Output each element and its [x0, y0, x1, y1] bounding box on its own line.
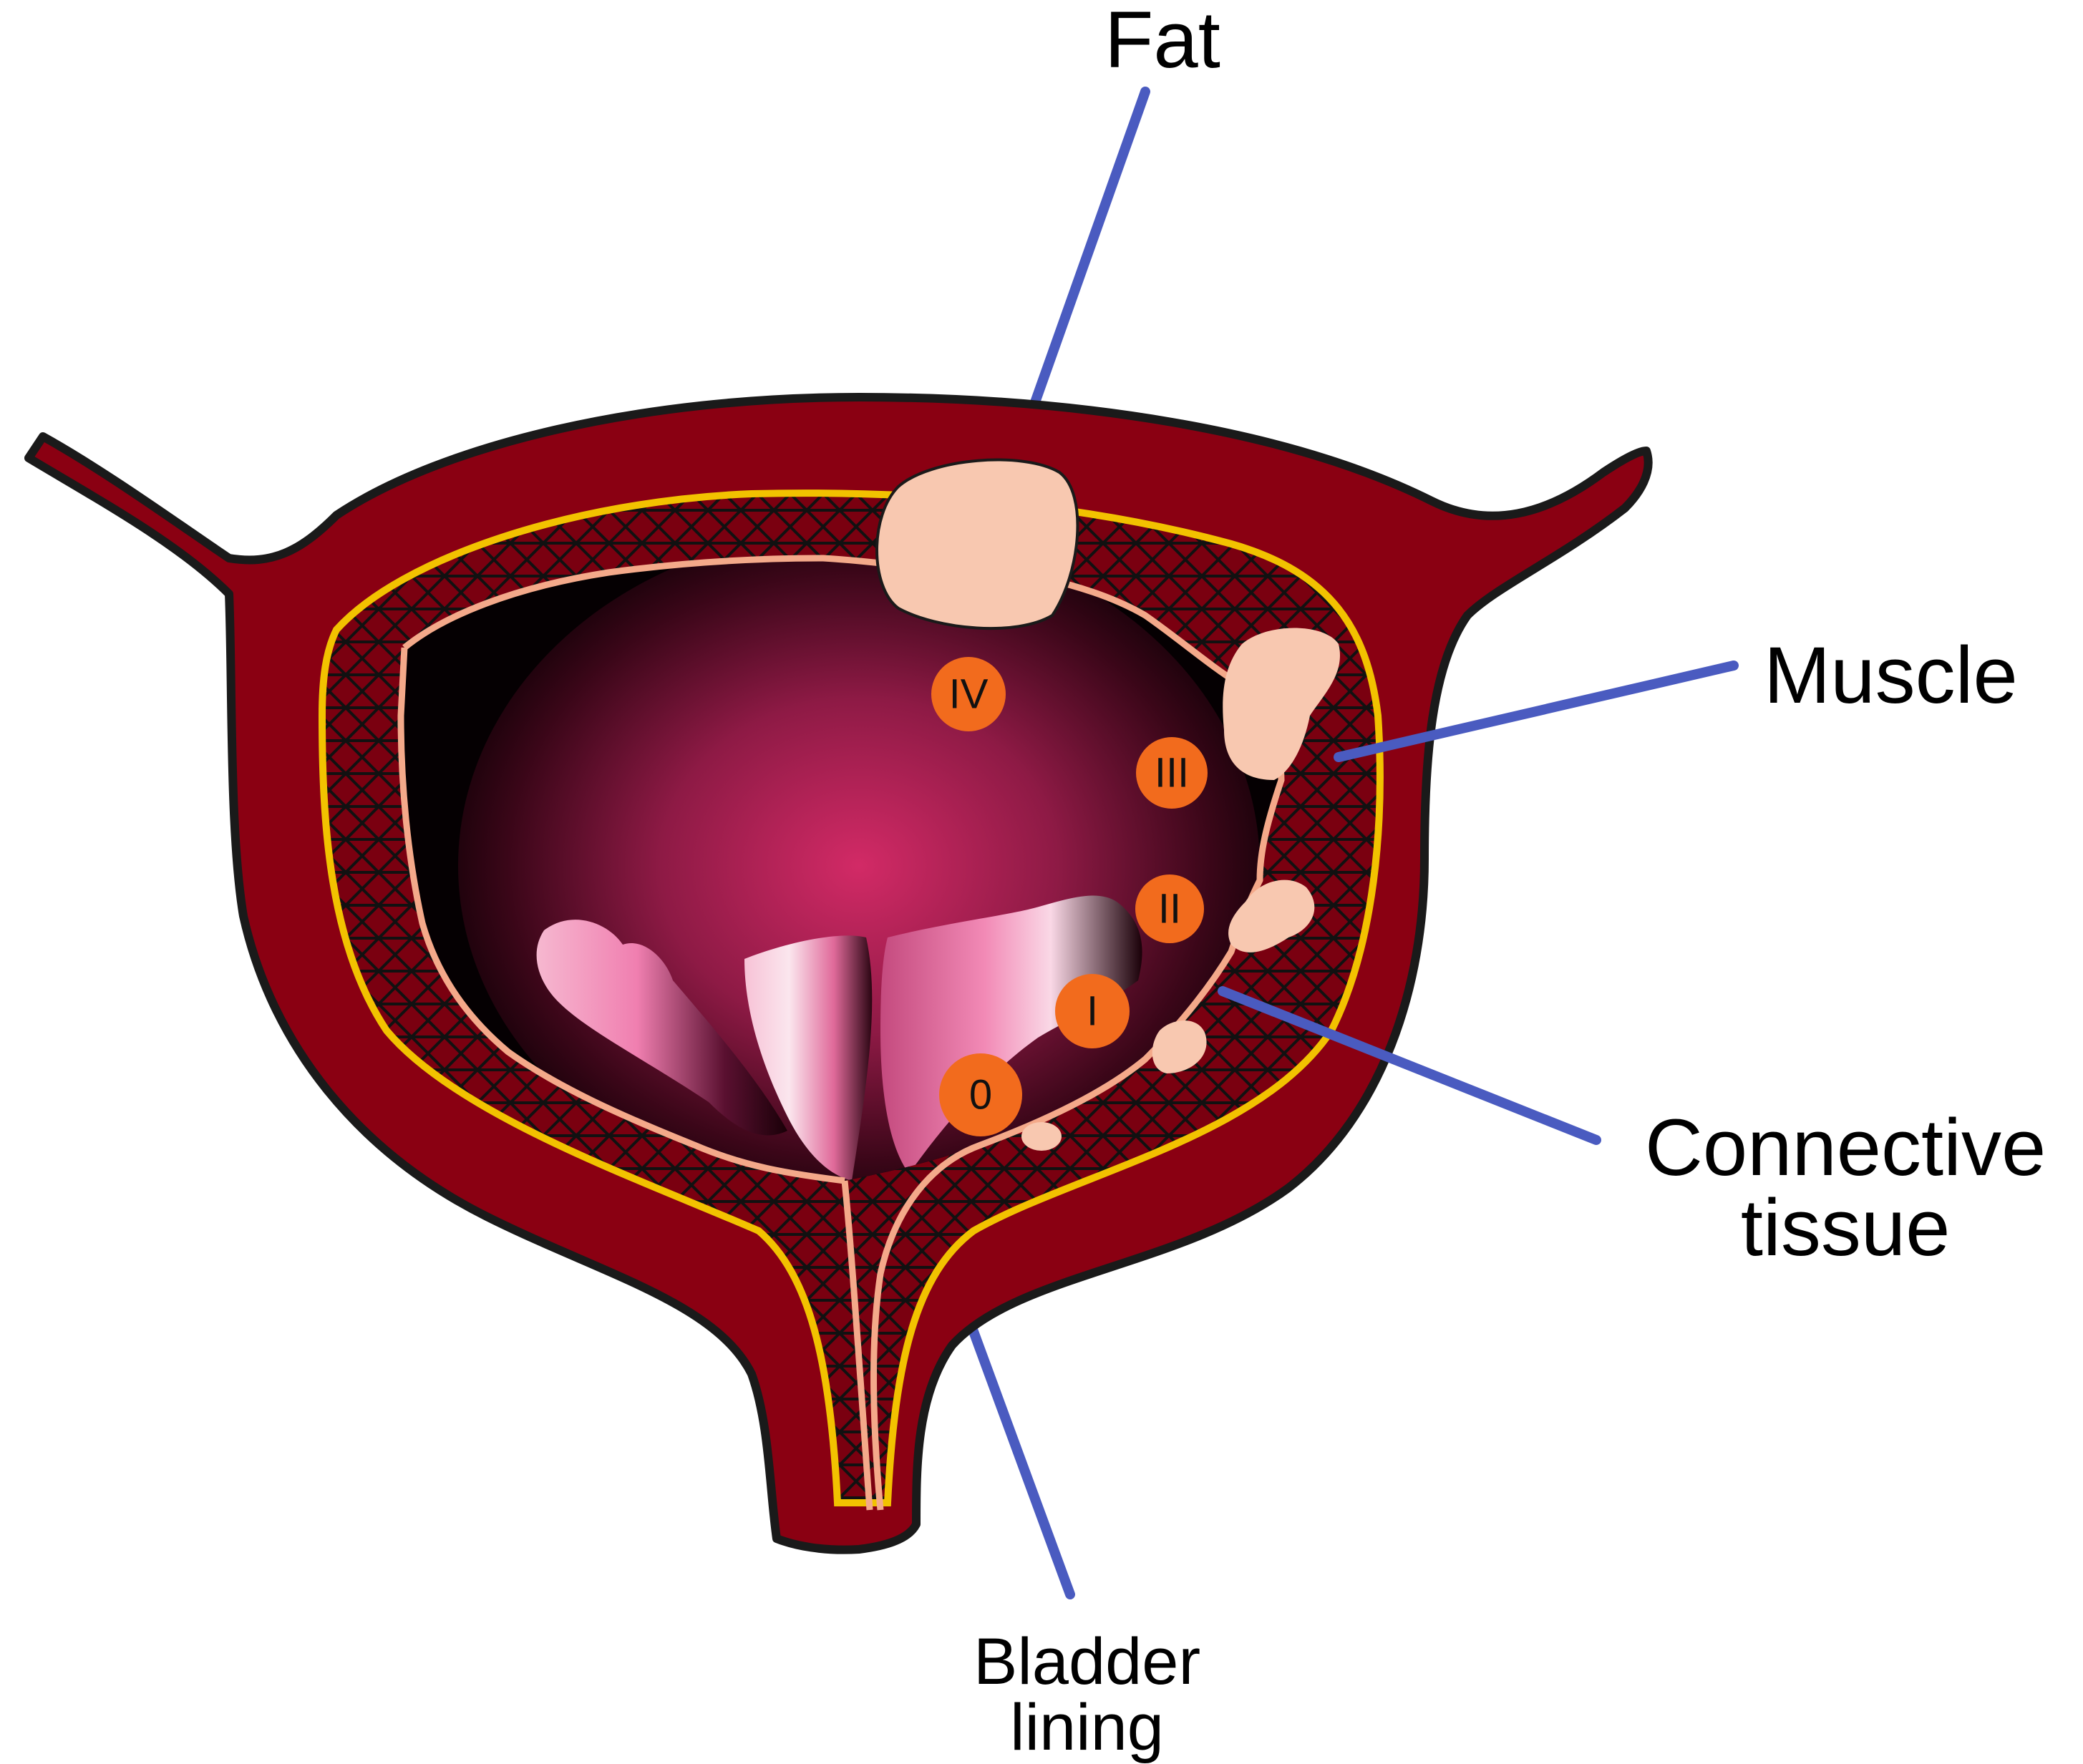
pointer-line-fat — [1029, 87, 1150, 409]
tumor-stage-iv — [875, 458, 1079, 630]
mucosal-fold-center — [744, 935, 873, 1181]
stage-label-i: I — [1087, 988, 1098, 1035]
stage-badge-iv: IV — [931, 657, 1006, 731]
muscle-label: Muscle — [1764, 630, 2018, 720]
stage-badge-i: I — [1055, 974, 1130, 1048]
tumor-stage-0 — [1021, 1122, 1062, 1151]
fat-label: Fat — [1104, 0, 1220, 84]
stage-label-0: 0 — [969, 1072, 992, 1119]
stage-label-ii: II — [1158, 886, 1181, 932]
stage-label-iv: IV — [949, 671, 989, 718]
tumor-stage-i — [1152, 1020, 1207, 1073]
tumor-stage-iii — [1223, 628, 1340, 780]
pointer-line-muscle — [1334, 661, 1739, 762]
connective-tissue-label-line1: Connective — [1645, 1103, 2046, 1192]
stage-badge-0: 0 — [939, 1053, 1022, 1136]
stage-badge-iii: III — [1136, 737, 1208, 809]
tumor-stage-ii — [1228, 879, 1315, 952]
stage-label-iii: III — [1155, 750, 1189, 796]
connective-tissue-label: Connective tissue — [1645, 1108, 2046, 1268]
bladder-lining-layer — [397, 555, 1285, 1511]
connective-tissue-label-line2: tissue — [1740, 1183, 1951, 1272]
pointer-line-connective-tissue — [1218, 986, 1601, 1145]
bladder-lining-label: Bladder lining — [973, 1629, 1200, 1760]
mucosal-fold-left — [536, 920, 787, 1136]
bladder-lining-label-line2: lining — [1010, 1691, 1164, 1764]
bladder-lining-label-line1: Bladder — [973, 1625, 1201, 1698]
stage-badge-ii: II — [1135, 874, 1204, 943]
